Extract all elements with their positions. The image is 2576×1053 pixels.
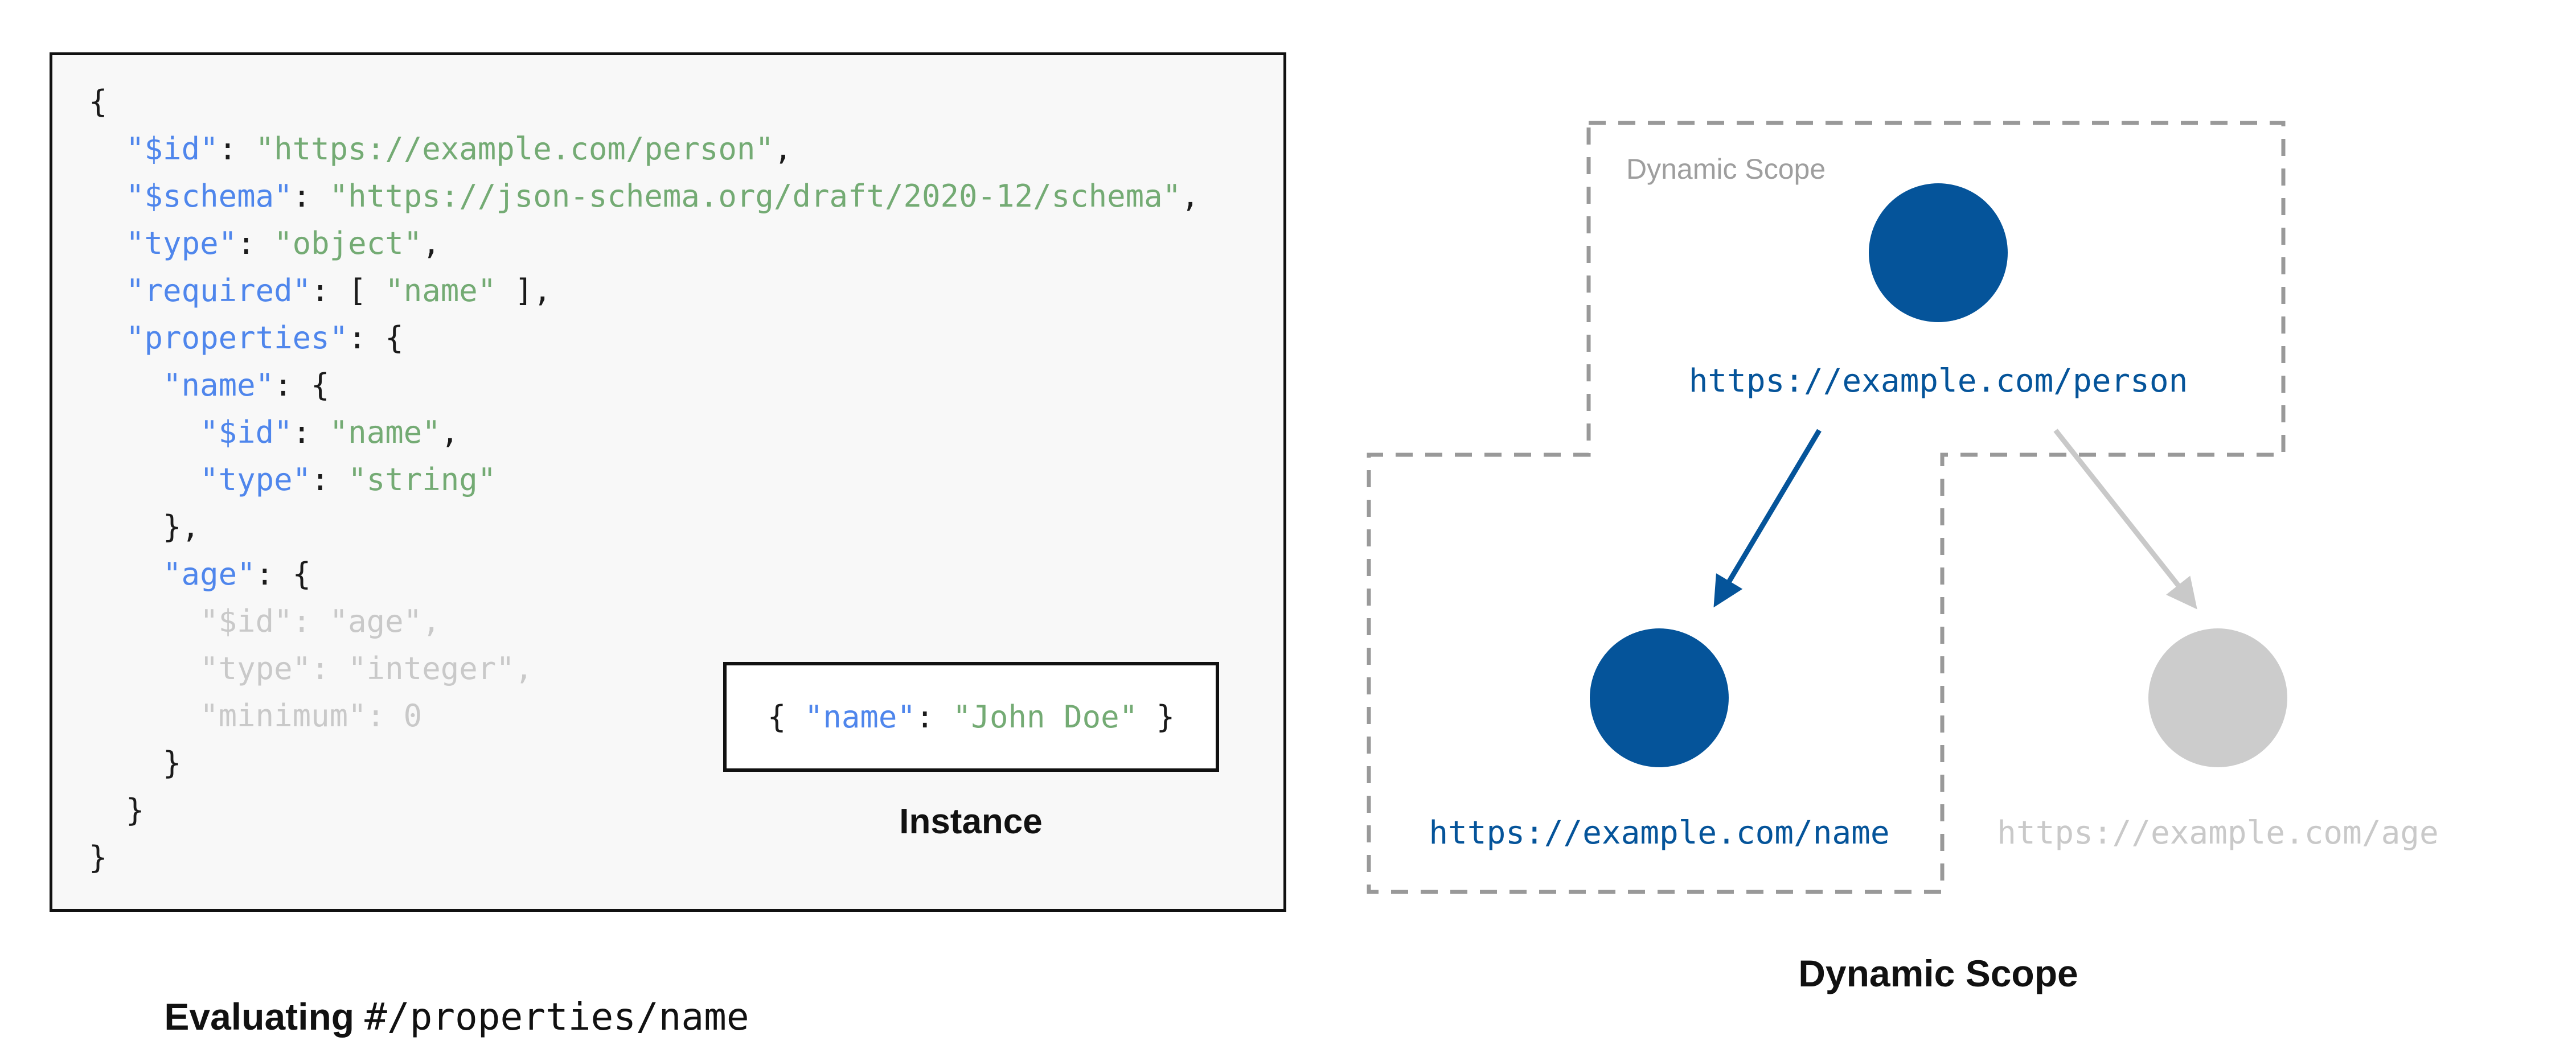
code-token: } — [89, 745, 182, 781]
code-token: "string" — [348, 462, 497, 497]
code-token: "name" — [163, 367, 274, 403]
code-line: { — [89, 78, 1200, 125]
caption-evaluating-word: Evaluating — [164, 996, 355, 1038]
code-token: "name" — [329, 414, 441, 450]
code-line: "type": "integer", — [89, 645, 1200, 692]
schema-code-panel: { "$id": "https://example.com/person", "… — [50, 52, 1286, 912]
code-token: , — [1181, 178, 1200, 214]
code-line: "name": { — [89, 361, 1200, 409]
code-line: }, — [89, 503, 1200, 550]
code-token: "type" — [200, 462, 311, 497]
caption-json-pointer: #/properties/name — [364, 995, 749, 1039]
code-line: "required": [ "name" ], — [89, 267, 1200, 314]
code-token: "$schema" — [126, 178, 293, 214]
name-node-circle — [1590, 628, 1729, 767]
code-token: , — [773, 131, 793, 167]
code-token: "$id" — [126, 131, 219, 167]
code-token: "https://json-schema.org/draft/2020-12/s… — [329, 178, 1182, 214]
code-token: } — [89, 792, 145, 828]
code-token: : — [218, 131, 256, 167]
person-node-url: https://example.com/person — [1689, 363, 2188, 400]
caption-dynamic-scope: Dynamic Scope — [1798, 952, 2078, 994]
code-token: : { — [348, 320, 404, 356]
code-line: "properties": { — [89, 314, 1200, 361]
code-token: }, — [89, 509, 200, 545]
code-token: ], — [496, 273, 552, 309]
name-node-url: https://example.com/name — [1429, 815, 1889, 852]
code-line: } — [89, 739, 1200, 787]
age-node-url: https://example.com/age — [1997, 815, 2438, 852]
code-token: : [ — [311, 273, 385, 309]
caption-evaluating: Evaluating#/properties/name — [122, 952, 749, 1053]
edge-person-to-name-arrow — [1713, 429, 1822, 608]
code-token: : — [237, 225, 274, 261]
code-line: "minimum": 0 — [89, 692, 1200, 739]
code-line: "type": "object", — [89, 220, 1200, 267]
code-token: "name" — [385, 273, 497, 309]
dynamic-scope-box-label: Dynamic Scope — [1626, 153, 1826, 185]
schema-json-code: { "$id": "https://example.com/person", "… — [89, 78, 1200, 881]
code-token: { — [89, 84, 108, 120]
person-node-circle — [1869, 183, 2008, 322]
code-line: "$id": "age", — [89, 598, 1200, 645]
instance-label: Instance — [899, 802, 1043, 841]
code-token: "type" — [126, 225, 237, 261]
code-token: "required" — [126, 273, 311, 309]
code-token: : — [311, 462, 348, 497]
code-token: "minimum": 0 — [89, 698, 423, 734]
code-token: "John Doe" — [953, 699, 1138, 735]
code-token: "age" — [163, 556, 256, 592]
code-token: { — [767, 699, 805, 735]
code-line: } — [89, 834, 1200, 881]
code-token: "https://example.com/person" — [255, 131, 774, 167]
code-token: : — [915, 699, 953, 735]
code-line: "type": "string" — [89, 456, 1200, 503]
code-token: : — [292, 414, 330, 450]
code-token: : { — [255, 556, 311, 592]
code-line: "$id": "https://example.com/person", — [89, 125, 1200, 172]
code-token: "name" — [804, 699, 916, 735]
code-token: "$id": "age", — [89, 603, 441, 639]
code-token: "$id" — [200, 414, 293, 450]
code-token: } — [1138, 699, 1175, 735]
code-line: "age": { — [89, 550, 1200, 598]
edge-person-to-age-arrow — [2053, 429, 2197, 610]
code-token: : { — [274, 367, 330, 403]
code-token: : — [292, 178, 330, 214]
dynamic-scope-outline — [1367, 121, 2286, 894]
age-node-circle — [2148, 628, 2287, 767]
code-token: "object" — [274, 225, 423, 261]
code-token: "type": "integer", — [89, 651, 534, 686]
code-token: "properties" — [126, 320, 348, 356]
code-line: "$id": "name", — [89, 409, 1200, 456]
code-token: , — [422, 225, 441, 261]
code-token: , — [440, 414, 460, 450]
code-token: } — [89, 840, 108, 875]
code-line: "$schema": "https://json-schema.org/draf… — [89, 172, 1200, 220]
code-line: } — [89, 787, 1200, 834]
instance-box: { "name": "John Doe" } — [723, 662, 1219, 772]
